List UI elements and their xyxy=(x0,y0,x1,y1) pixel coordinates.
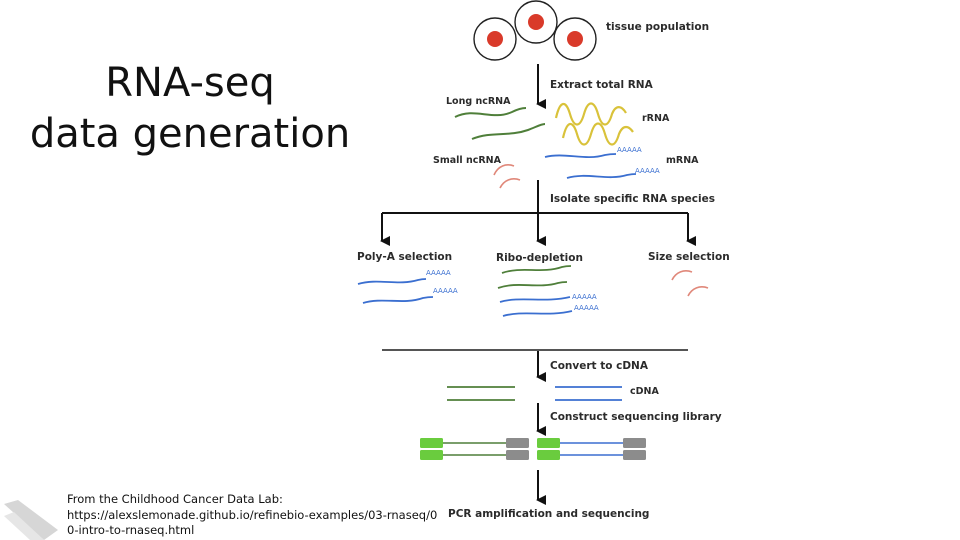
label-size-selection: Size selection xyxy=(648,251,730,263)
mrna-polya-tail: AAAAA xyxy=(635,167,660,175)
credit-line-2: https://alexslemonade.github.io/refinebi… xyxy=(67,507,438,522)
small-ncrna-strands xyxy=(493,164,521,189)
label-pcr-sequencing: PCR amplification and sequencing xyxy=(448,508,649,520)
label-long-ncrna: Long ncRNA xyxy=(446,96,511,107)
mrna-polya-tail: AAAAA xyxy=(617,146,642,154)
rrna-strands xyxy=(554,102,634,146)
label-tissue-population: tissue population xyxy=(606,21,709,33)
polya-tail: AAAAA xyxy=(426,269,451,277)
cdna-strands-mrna xyxy=(555,386,622,401)
library-fragments-left xyxy=(420,438,529,460)
label-construct-library: Construct sequencing library xyxy=(550,411,722,423)
cell xyxy=(473,17,517,61)
ribo-depleted-ncrna xyxy=(497,265,572,289)
polya-tail: AAAAA xyxy=(572,293,597,301)
tissue-cells xyxy=(473,0,597,61)
polya-selected-mrna xyxy=(357,278,434,304)
slide-title: RNA-seq data generation xyxy=(20,58,360,160)
cell xyxy=(553,17,597,61)
label-small-ncrna: Small ncRNA xyxy=(433,155,502,166)
polya-tail: AAAAA xyxy=(574,304,599,312)
label-isolate-rna-species: Isolate specific RNA species xyxy=(550,193,715,205)
label-cdna: cDNA xyxy=(630,386,659,397)
cell xyxy=(514,0,558,44)
source-credit: From the Childhood Cancer Data Lab: http… xyxy=(67,492,438,539)
library-fragments-right xyxy=(537,438,646,460)
slide-title-line-2: data generation xyxy=(29,111,351,157)
label-ribo-depletion: Ribo-depletion xyxy=(496,252,583,264)
long-ncrna-strands xyxy=(454,107,546,140)
polya-tail: AAAAA xyxy=(433,287,458,295)
label-extract-total-rna: Extract total RNA xyxy=(550,79,654,91)
mrna-strands xyxy=(544,153,637,179)
label-convert-to-cdna: Convert to cDNA xyxy=(550,360,649,372)
credit-line-1: From the Childhood Cancer Data Lab: xyxy=(67,492,283,506)
corner-logo-icon xyxy=(4,500,58,540)
credit-line-3: 0-intro-to-rnaseq.html xyxy=(67,523,195,537)
size-selected-small-rna xyxy=(671,270,709,297)
label-rrna: rRNA xyxy=(642,113,670,124)
cdna-strands-ncrna xyxy=(447,386,515,401)
label-mrna: mRNA xyxy=(666,155,699,166)
label-polya-selection: Poly-A selection xyxy=(357,251,452,263)
slide-title-line-1: RNA-seq xyxy=(105,60,275,106)
ribo-depleted-mrna xyxy=(499,296,573,317)
